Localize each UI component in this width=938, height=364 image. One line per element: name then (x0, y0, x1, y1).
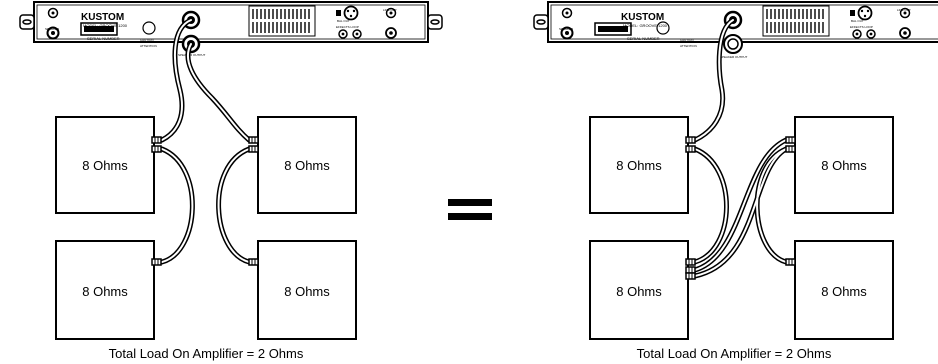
amp-speaker-label: SPEAKER (559, 27, 574, 31)
cabinet-label: 8 Ohms (821, 284, 867, 299)
left-cabinet-bottom-right: 8 Ohms (248, 240, 357, 340)
amp-return-label: RETURN (866, 40, 879, 44)
right-cabinet-bottom-right: 8 Ohms (785, 240, 894, 340)
amp-serial-label: SERIAL NUMBER (87, 36, 120, 41)
amp-line-out-label: LINE OUT (897, 8, 911, 12)
amp-brand: KUSTOM (81, 12, 124, 23)
amp-brand: KUSTOM (621, 12, 664, 23)
left-caption: Total Load On Amplifier = 2 Ohms (109, 346, 304, 361)
amp-caution: CAUTION (680, 38, 694, 42)
cabinet-label: 8 Ohms (616, 284, 662, 299)
right-cabinet-top-right: 8 Ohms (785, 116, 894, 214)
right-caption: Total Load On Amplifier = 2 Ohms (637, 346, 832, 361)
amp-attention: ATTENTION (140, 44, 157, 48)
left-diagram: KUSTOM MODEL: GROOVE 1200 SERIAL NUMBER … (19, 1, 443, 361)
cabinet-label: 8 Ohms (616, 158, 662, 173)
amp-footswitch-label: FOOTSWITCH (381, 40, 401, 44)
left-cabinet-top-left: 8 Ohms (55, 116, 162, 214)
right-cabinet-bottom-left: 8 Ohms (589, 240, 696, 340)
amp-send-label: SEND (335, 40, 344, 44)
amp-speaker-output-label: SPEAKER OUTPUT (178, 53, 206, 57)
amp-bal-out-label: BAL OUT (337, 19, 350, 23)
right-cabinet-top-left: 8 Ohms (589, 116, 696, 214)
amp-footswitch-label: FOOTSWITCH (895, 40, 915, 44)
amp-effects-loop-label: EFFECTS LOOP (850, 25, 873, 29)
cabinet-label: 8 Ohms (284, 158, 330, 173)
amp-bal-out-label: BAL OUT (851, 19, 864, 23)
left-cabinet-bottom-left: 8 Ohms (55, 240, 162, 340)
amp-model: MODEL: GROOVE 1200 (623, 23, 668, 28)
amp-speaker-output-label: SPEAKER OUTPUT (720, 55, 748, 59)
left-amplifier: KUSTOM MODEL: GROOVE 1200 SERIAL NUMBER … (19, 1, 443, 57)
right-diagram: KUSTOM MODEL: GROOVE 1200 SERIAL NUMBER … (533, 1, 938, 361)
cabinet-label: 8 Ohms (821, 158, 867, 173)
cabinet-label: 8 Ohms (284, 284, 330, 299)
amp-effects-loop-label: EFFECTS LOOP (336, 25, 359, 29)
amp-speaker-label: SPEAKER (45, 27, 60, 31)
cabinet-label: 8 Ohms (82, 158, 128, 173)
amp-send-label: SEND (849, 40, 858, 44)
left-cabinet-top-right: 8 Ohms (248, 116, 357, 214)
amp-serial-label: SERIAL NUMBER (627, 36, 660, 41)
amp-return-label: RETURN (352, 40, 365, 44)
amp-caution: CAUTION (140, 38, 154, 42)
left-cables (159, 17, 252, 265)
amp-attention: ATTENTION (680, 44, 697, 48)
equals-sign (448, 199, 492, 220)
amp-model: MODEL: GROOVE 1200 (83, 23, 128, 28)
right-amplifier: KUSTOM MODEL: GROOVE 1200 SERIAL NUMBER … (533, 1, 938, 59)
right-cables (692, 17, 789, 279)
amp-line-out-label: LINE OUT (383, 8, 397, 12)
cabinet-label: 8 Ohms (82, 284, 128, 299)
